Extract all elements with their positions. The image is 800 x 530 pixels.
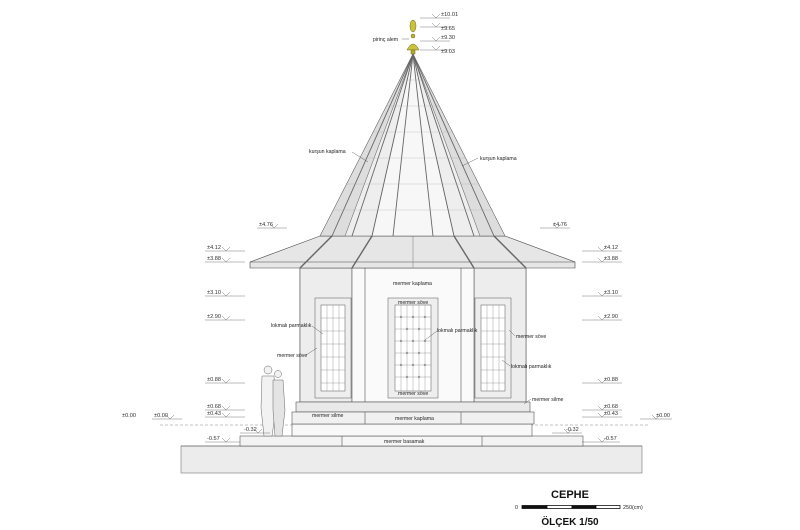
level-found-left: -0.57 xyxy=(207,436,220,442)
level-sill-left-1: ±0.68 xyxy=(207,404,221,410)
label-plinth-right: mermer silme xyxy=(532,397,564,403)
label-grille-center: lokmalı parmaklık xyxy=(437,328,478,334)
level-roof-base-left-1: ±3.88 xyxy=(207,256,221,262)
level-ground-right: ±0.00 xyxy=(656,413,670,419)
scale-label: ÖLÇEK 1/50 xyxy=(541,515,599,528)
level-step-left: -0.32 xyxy=(244,427,257,433)
level-sill-right-0: ±0.88 xyxy=(604,377,618,383)
label-lead-left: kurşun kaplama xyxy=(309,149,346,155)
level-sill-left-2: ±0.43 xyxy=(207,411,221,417)
level-window-right-0: ±3.10 xyxy=(604,290,618,296)
label-jamb-left: mermer söve xyxy=(277,353,307,359)
label-plinth-left: mermer silme xyxy=(312,413,344,419)
left-window xyxy=(314,297,352,399)
level-top-2: ±9.30 xyxy=(441,35,455,41)
center-window xyxy=(387,297,439,399)
level-window-right-1: ±2.90 xyxy=(604,314,618,320)
level-ground-edge: ±0.00 xyxy=(122,413,136,419)
cone-roof xyxy=(319,53,506,237)
label-jamb-right: mermer söve xyxy=(516,334,546,340)
label-marble-step: mermer basamak xyxy=(384,439,425,445)
right-window xyxy=(474,297,512,399)
label-grille-right: lokmalı parmaklık xyxy=(511,364,552,370)
level-window-left-1: ±2.90 xyxy=(207,314,221,320)
annotations: pirinç alem kurşun kaplama kurşun kaplam… xyxy=(271,37,564,445)
level-ground-left: ±0.00 xyxy=(154,413,168,419)
level-sill-right-1: ±0.68 xyxy=(604,404,618,410)
level-marks xyxy=(152,13,672,443)
level-roof-base-right-1: ±3.88 xyxy=(604,256,618,262)
level-sill-right-2: ±0.43 xyxy=(604,411,618,417)
label-lead-right: kurşun kaplama xyxy=(480,156,517,162)
label-marble-jamb-bottom: mermer söve xyxy=(398,391,428,397)
level-values: ±10.01 ±9.65 ±9.30 ±9.03 ±4.76 ±4.76 ±4.… xyxy=(122,12,670,442)
scale-start: 0 xyxy=(515,505,518,511)
level-eave-right: ±4.76 xyxy=(553,222,567,228)
label-marble-cladding-top: mermer kaplama xyxy=(393,281,432,287)
level-top-3: ±9.03 xyxy=(441,49,455,55)
title-block: CEPHE 0 250(cm) ÖLÇEK 1/50 xyxy=(515,489,643,528)
level-window-left-0: ±3.10 xyxy=(207,290,221,296)
drawing-title: CEPHE xyxy=(551,489,589,501)
label-grille-left: lokmalı parmaklık xyxy=(271,323,312,329)
level-top-1: ±9.65 xyxy=(441,26,455,32)
level-top-0: ±10.01 xyxy=(441,12,458,18)
scale-end: 250(cm) xyxy=(623,505,643,511)
roof-skirt xyxy=(249,235,576,269)
level-roof-base-right-0: ±4.12 xyxy=(604,245,618,251)
label-marble-jamb-top: mermer söve xyxy=(398,300,428,306)
finial xyxy=(406,19,420,55)
foundation xyxy=(160,423,648,474)
label-marble-cladding-bottom: mermer kaplama xyxy=(395,416,434,422)
level-eave-left: ±4.76 xyxy=(259,222,273,228)
scale-bar xyxy=(521,505,621,509)
level-roof-base-left-0: ±4.12 xyxy=(207,245,221,251)
level-sill-left-0: ±0.88 xyxy=(207,377,221,383)
label-finial: pirinç alem xyxy=(373,37,398,43)
level-found-right: -0.57 xyxy=(604,436,617,442)
level-step-right: -0.32 xyxy=(566,427,579,433)
scale-figures xyxy=(260,365,286,437)
